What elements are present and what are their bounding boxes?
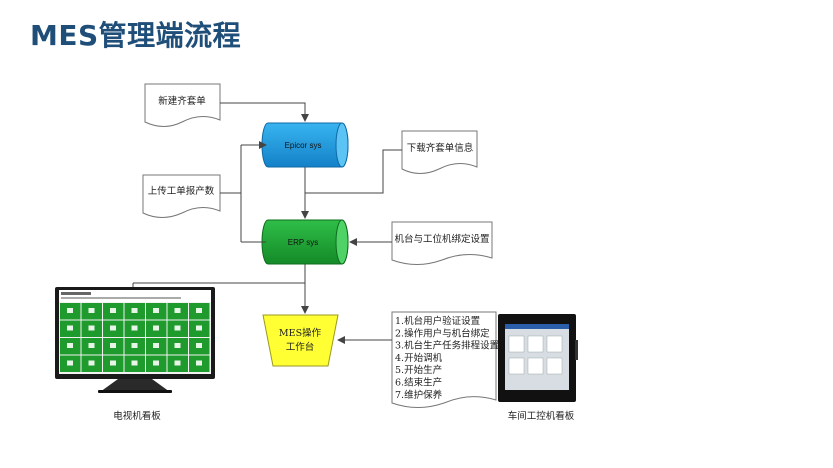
- step-item: 2.操作用户与机台绑定: [395, 327, 490, 339]
- tv-tile-icon: [110, 343, 116, 348]
- panel-tile: [508, 335, 525, 353]
- doc-download-kit: 下载齐套单信息: [401, 130, 478, 174]
- doc-upload-report: 上传工单报产数: [142, 174, 221, 218]
- tv-tile-icon: [153, 308, 159, 313]
- erp-label: ERP sys: [288, 238, 319, 247]
- panel-tile: [527, 335, 544, 353]
- tv-monitor-image: [55, 287, 215, 393]
- tv-tile-icon: [174, 308, 181, 313]
- tv-tile-icon: [110, 325, 116, 331]
- tv-tile-icon: [88, 343, 95, 348]
- step-item: 6.结束生产: [395, 377, 442, 389]
- step-item: 3.机台生产任务排程设置: [395, 340, 499, 352]
- tv-tile-icon: [67, 325, 73, 331]
- doc-machine-binding-label: 机台与工位机绑定设置: [394, 233, 489, 245]
- mes-workstation: MES操作 工作台: [262, 314, 339, 367]
- doc-new-kit: 新建齐套单: [144, 83, 221, 127]
- connectors: [132, 102, 402, 344]
- tv-tile-icon: [88, 360, 95, 366]
- doc-upload-report-label: 上传工单报产数: [148, 185, 215, 197]
- tv-tile-icon: [67, 308, 73, 313]
- tv-tile-icon: [174, 360, 181, 366]
- tv-tile-icon: [174, 325, 181, 331]
- tv-tile-icon: [131, 308, 138, 313]
- tv-tile-icon: [153, 325, 159, 331]
- tv-tile-icon: [88, 308, 95, 313]
- doc-download-kit-label: 下载齐套单信息: [407, 142, 474, 154]
- cylinder-epicor: Epicor sys: [261, 122, 349, 168]
- panel-tile: [508, 357, 525, 375]
- tv-tile-icon: [196, 360, 202, 366]
- mes-label-line1: MES操作: [279, 327, 322, 339]
- step-item: 4.开始调机: [395, 352, 443, 364]
- tv-tile-icon: [196, 308, 202, 313]
- tv-tile-icon: [67, 360, 73, 366]
- tv-tile-icon: [153, 343, 159, 348]
- caption-tv: 电视机看板: [113, 410, 161, 422]
- panel-tile: [546, 357, 563, 375]
- cylinder-erp: ERP sys: [261, 219, 349, 265]
- page-title: MES管理端流程: [30, 19, 242, 52]
- panel-tile: [527, 357, 544, 375]
- panel-tile: [546, 335, 563, 353]
- tv-tile-icon: [174, 343, 181, 348]
- tv-tile-icon: [110, 360, 116, 366]
- tv-tile-icon: [67, 343, 73, 348]
- tv-tile-icon: [88, 325, 95, 331]
- tv-tile-icon: [131, 325, 138, 331]
- epicor-label: Epicor sys: [285, 141, 322, 150]
- tv-tile-icon: [196, 325, 202, 331]
- step-item: 7.维护保养: [395, 389, 443, 401]
- caption-panel: 车间工控机看板: [508, 410, 575, 422]
- tv-tile-icon: [196, 343, 202, 348]
- tv-tile-icon: [153, 360, 159, 366]
- step-item: 1.机台用户验证设置: [395, 315, 480, 327]
- tv-tile-icon: [110, 308, 116, 313]
- mes-label-line2: 工作台: [286, 341, 315, 353]
- tv-tile-icon: [131, 360, 138, 366]
- tv-tile-icon: [131, 343, 138, 348]
- workshop-panel-image: [498, 314, 578, 402]
- doc-machine-binding: 机台与工位机绑定设置: [391, 221, 493, 265]
- doc-new-kit-label: 新建齐套单: [158, 95, 206, 107]
- step-item: 5.开始生产: [395, 364, 442, 376]
- doc-steps: 1.机台用户验证设置2.操作用户与机台绑定3.机台生产任务排程设置4.开始调机5…: [391, 311, 499, 408]
